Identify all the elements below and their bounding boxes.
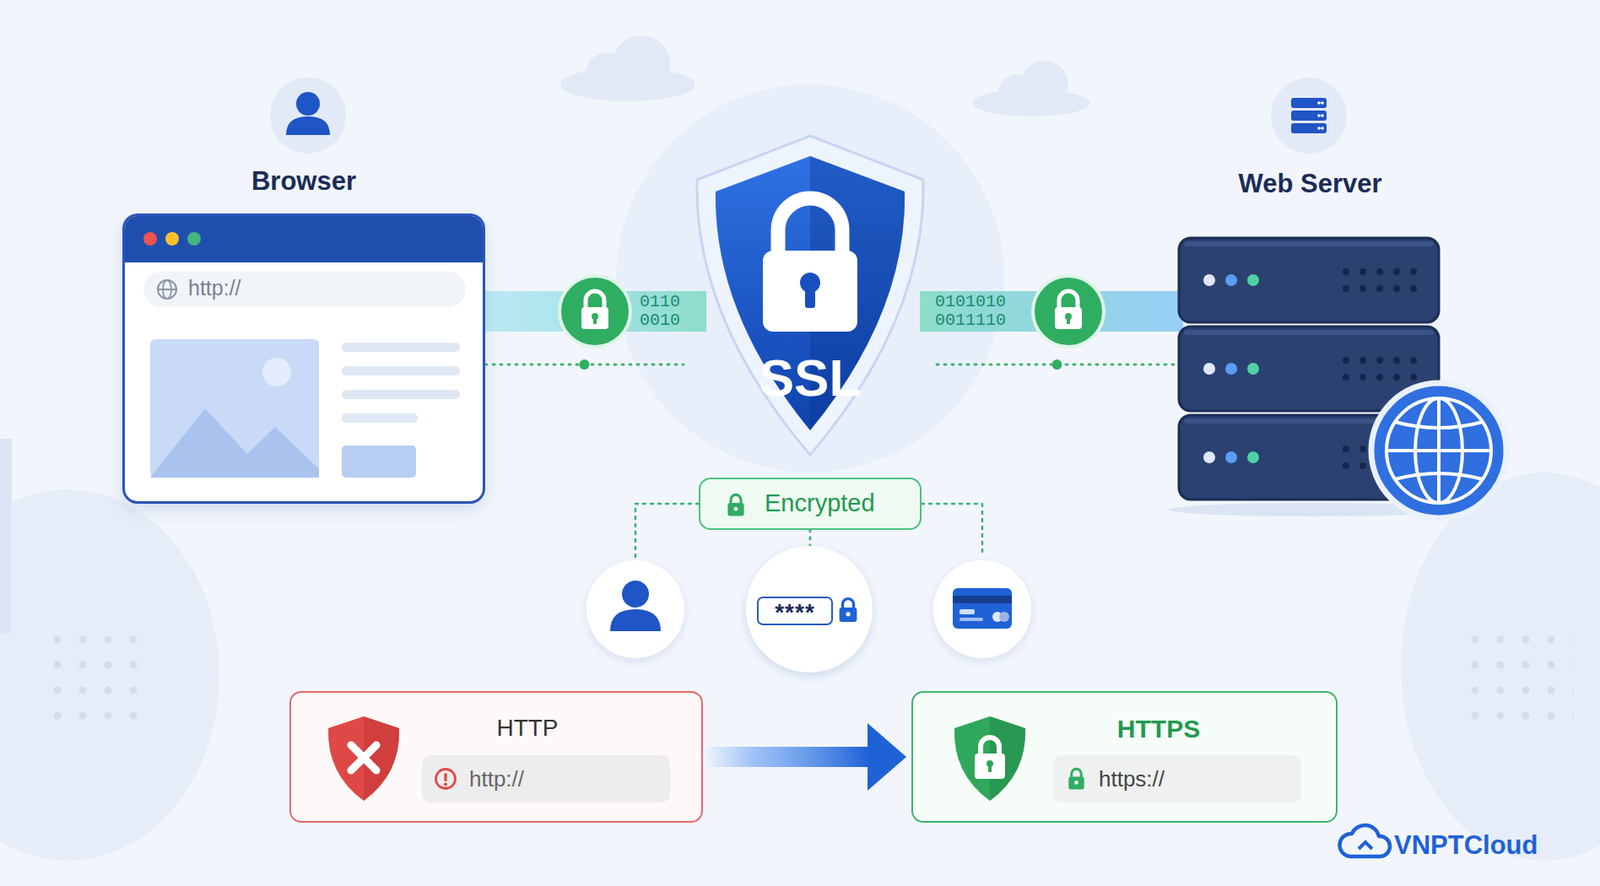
insecure-shield (324, 714, 403, 803)
ssl-shield: SSL (683, 130, 937, 460)
warning-icon (433, 767, 458, 791)
ssl-shield (683, 130, 937, 460)
url-bar: http:// (421, 755, 671, 803)
lock-icon (725, 492, 746, 518)
node-text: HTTP (417, 709, 638, 747)
binary-stream: 0011110 (935, 312, 1006, 330)
binary-stream: 0101010 (935, 293, 1006, 311)
node-text: SSL (683, 347, 937, 409)
server-rack (1177, 237, 1444, 513)
node-text: https:// (1098, 755, 1292, 803)
binary-stream: 0110 (639, 293, 681, 311)
password-circle: **** (745, 545, 873, 673)
http-box: HTTP http:// (289, 691, 703, 823)
https-box: HTTPS https:// (911, 691, 1338, 823)
lock-icon (1066, 767, 1087, 791)
node-text: http:// (469, 755, 660, 803)
connector (936, 359, 1178, 370)
secure-shield (951, 714, 1029, 803)
connector (810, 529, 811, 546)
node-text: HTTPS (1061, 709, 1256, 749)
web-server: Web Server (1177, 160, 1444, 511)
node-text: Encrypted (764, 479, 915, 528)
lock-icon (837, 596, 860, 623)
node-text: Browser (122, 160, 486, 203)
node-text: http:// (188, 271, 442, 304)
url-bar: https:// (1053, 755, 1302, 803)
binary-stream: 0010 (639, 312, 681, 330)
brand-watermark: VNPTCloud (1394, 830, 1539, 861)
browser-window: Browser http:// (122, 160, 486, 507)
browser-window (122, 213, 486, 504)
node-text: **** (756, 596, 833, 626)
encrypted-badge: Encrypted (698, 477, 922, 530)
connector (702, 723, 907, 791)
connector (485, 359, 684, 370)
node-text: Web Server (1177, 160, 1444, 207)
